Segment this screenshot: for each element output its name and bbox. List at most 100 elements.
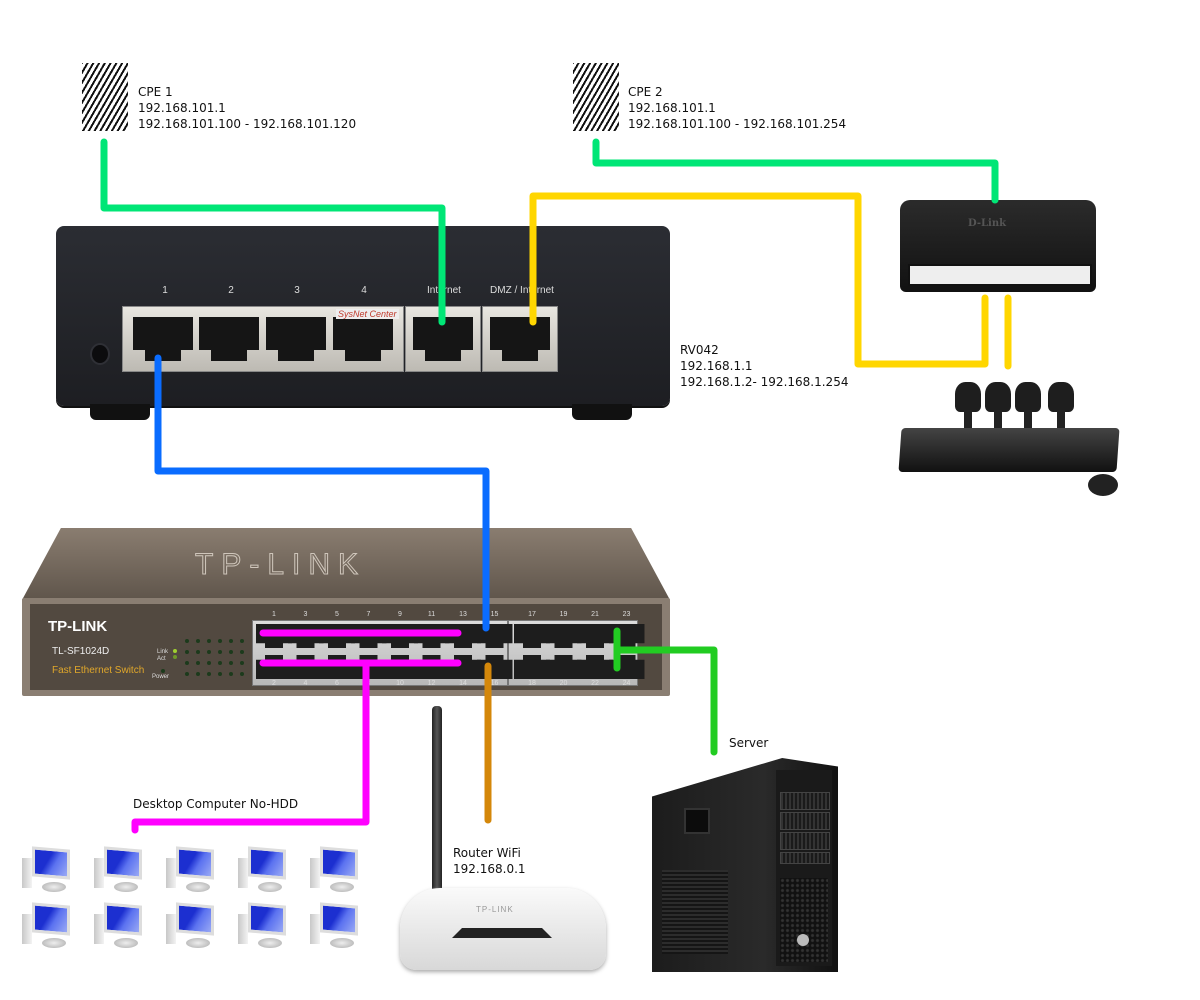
status-led	[161, 669, 165, 673]
mouse-icon	[1088, 474, 1118, 496]
cctv-camera-icon	[1048, 382, 1074, 412]
desktop-computer-icon	[22, 846, 74, 894]
port-led	[229, 661, 233, 665]
tplink-port-number: 9	[398, 611, 402, 618]
port-led	[240, 639, 244, 643]
cctv-camera-icon	[955, 382, 981, 412]
port-led	[185, 650, 189, 654]
desktop-computer-icon	[238, 846, 290, 894]
desktop-computer-icon	[238, 902, 290, 950]
link-cpe1-rv042	[100, 138, 446, 326]
rv042-dmz-bay	[482, 306, 558, 372]
cpe2-name: CPE 2	[628, 85, 663, 99]
tplink-power-label: Power	[152, 674, 170, 680]
cctv-camera-icon	[985, 382, 1011, 412]
camera-stand	[964, 410, 972, 430]
port-led	[185, 639, 189, 643]
rv042-label: RV042 192.168.1.1 192.168.1.2- 192.168.1…	[680, 342, 848, 390]
tplink-port-number: 11	[427, 611, 436, 618]
port-led	[229, 672, 233, 676]
rv042-foot-right	[572, 404, 632, 420]
wifi-led-panel	[452, 928, 552, 938]
cpe2-ip: 192.168.101.1	[628, 101, 716, 115]
link-rv042-tplink	[154, 354, 490, 632]
link-tplink-server	[613, 646, 718, 756]
camera-stand	[1057, 410, 1065, 430]
server-logo	[797, 934, 809, 946]
port-led	[185, 672, 189, 676]
port-led	[229, 650, 233, 654]
tplink-link-label: Link	[157, 649, 169, 655]
tplink-port-number: 15	[490, 611, 499, 618]
server-side-vent	[662, 870, 728, 954]
dlink-logo: D-Link	[968, 218, 1007, 229]
port-led	[185, 661, 189, 665]
port-led	[196, 639, 200, 643]
rv042-reset-button	[90, 343, 110, 365]
tplink-port-number: 20	[559, 680, 568, 687]
port-led	[196, 661, 200, 665]
cpe1-label: CPE 1 192.168.101.1 192.168.101.100 - 19…	[138, 84, 356, 132]
desktop-computer-icon	[94, 902, 146, 950]
tplink-port-number: 19	[559, 611, 568, 618]
tplink-top-logo: TP-LINK	[194, 548, 367, 582]
rv042-port-label-dmz: DMZ / Internet	[490, 285, 554, 296]
cpe2-range: 192.168.101.100 - 192.168.101.254	[628, 117, 847, 131]
server-drive-bay	[780, 792, 830, 810]
rv042-name: RV042	[680, 343, 719, 357]
rv042-port-label-3: 3	[294, 285, 300, 296]
tplink-port-number: 13	[459, 611, 467, 618]
rv042-sticker: SysNet Center	[336, 309, 399, 319]
tplink-port-number: 16	[490, 680, 499, 687]
wifi-router-name: Router WiFi	[453, 846, 521, 860]
port-led	[207, 661, 211, 665]
tplink-port-number: 5	[335, 611, 339, 618]
camera-stand	[994, 410, 1002, 430]
tplink-port-number: 7	[366, 611, 371, 618]
tplink-port-number: 17	[528, 611, 536, 618]
rv042-port-label-4: 4	[361, 285, 367, 296]
tplink-model: TL-SF1024D	[52, 646, 110, 657]
wifi-antenna	[432, 706, 442, 900]
desktop-computer-icon	[166, 902, 218, 950]
port-led	[207, 672, 211, 676]
link-tplink-desktops	[131, 659, 370, 834]
tplink-port-number: 2	[272, 680, 276, 687]
tplink-port-number: 6	[335, 680, 339, 687]
tplink-port-number: 1	[272, 611, 276, 618]
rv042-port-label-2: 2	[228, 285, 234, 296]
port-led	[218, 650, 222, 654]
port-led	[218, 672, 222, 676]
desktop-computer-icon	[22, 902, 74, 950]
rv042-foot-left	[90, 404, 150, 420]
wifi-router-logo: TP-LINK	[476, 905, 514, 914]
cctv-camera-icon	[1015, 382, 1041, 412]
tplink-port-number: 4	[303, 680, 308, 687]
cpe1-name: CPE 1	[138, 85, 173, 99]
port-led	[229, 639, 233, 643]
link-cpe2-dlink	[592, 138, 999, 204]
status-led	[173, 649, 177, 653]
cpe1-range: 192.168.101.100 - 192.168.101.120	[138, 117, 357, 131]
tplink-switch-top	[22, 528, 670, 600]
cpe1-icon	[82, 63, 128, 131]
desktop-computer-icon	[166, 846, 218, 894]
tplink-port-number: 10	[396, 680, 404, 687]
wifi-router-ip: 192.168.0.1	[453, 862, 526, 876]
tplink-port-number: 22	[591, 680, 599, 687]
port-led	[196, 650, 200, 654]
desktop-computer-icon	[310, 902, 362, 950]
cpe2-label: CPE 2 192.168.101.1 192.168.101.100 - 19…	[628, 84, 846, 132]
tplink-port-number: 3	[303, 611, 308, 618]
rv042-port-label-1: 1	[162, 285, 168, 296]
cpe1-ip: 192.168.101.1	[138, 101, 226, 115]
port-led	[207, 639, 211, 643]
tplink-brand: TP-LINK	[48, 618, 108, 635]
cpe2-icon	[573, 63, 619, 131]
tplink-port-number: 12	[427, 680, 436, 687]
tplink-tagline: Fast Ethernet Switch	[52, 665, 145, 676]
camera-stand	[1024, 410, 1032, 430]
port-led	[207, 650, 211, 654]
port-led	[240, 672, 244, 676]
